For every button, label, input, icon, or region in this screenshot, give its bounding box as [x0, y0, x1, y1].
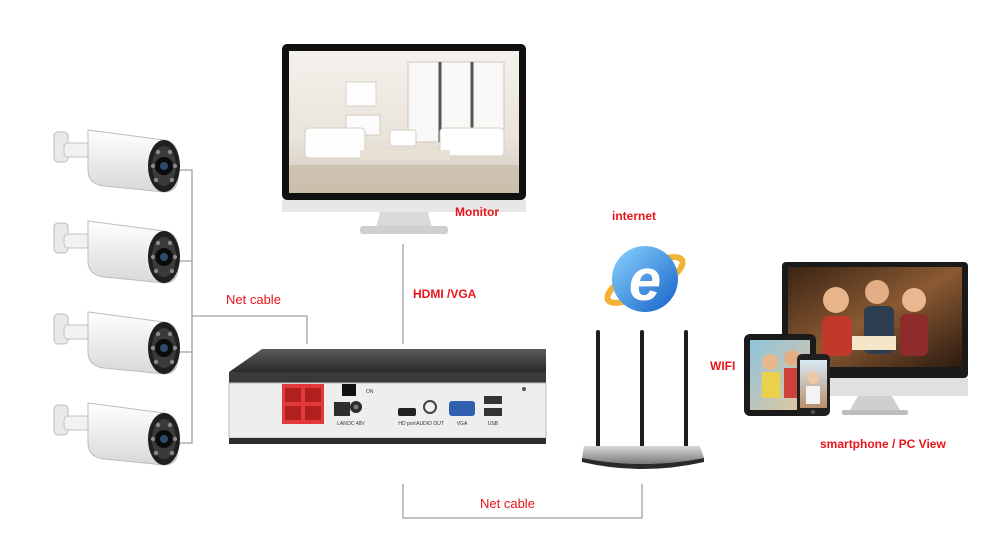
- monitor-label: Monitor: [455, 205, 499, 219]
- camera-4: [53, 402, 181, 466]
- switch-label: ON: [366, 389, 374, 395]
- audio-port: [423, 400, 437, 414]
- vga-port: [449, 401, 475, 416]
- net-cable-to-nvr: [192, 315, 308, 344]
- audio-label: AUDIO OUT: [416, 421, 444, 427]
- net-cable-label-bottom: Net cable: [480, 496, 535, 511]
- nvr-recorder: POE PORTS LAN DC 48V ON HD port AUDIO OU…: [228, 349, 547, 444]
- net-cable-label-top: Net cable: [226, 292, 281, 307]
- hdmi-vga-label: HDMI /VGA: [413, 287, 477, 301]
- poe-ports-label: POE PORTS: [288, 378, 318, 384]
- lan-label: LAN: [337, 421, 347, 427]
- camera-2: [53, 220, 181, 284]
- svg-text:e: e: [629, 248, 661, 313]
- lan-port: [334, 402, 350, 416]
- smartphone-pc-view-label: smartphone / PC View: [820, 437, 946, 451]
- usb-port-1: [484, 396, 502, 404]
- smartphone: [797, 354, 830, 416]
- internet-icon: e: [604, 246, 686, 313]
- camera-1: [53, 129, 181, 193]
- hdmi-port: [398, 408, 416, 416]
- vga-label: VGA: [457, 421, 468, 427]
- router-antenna-right: [684, 330, 688, 448]
- router-antenna-left: [596, 330, 600, 448]
- router-antenna-center: [640, 330, 644, 448]
- pc-monitor: [782, 262, 968, 415]
- camera-bus-cable: [170, 169, 193, 444]
- camera-3: [53, 311, 181, 375]
- wifi-router: [582, 330, 704, 469]
- internet-label: internet: [612, 209, 657, 223]
- monitor: [282, 44, 526, 234]
- power-switch: [342, 384, 356, 396]
- net-cable-nvr-router: [402, 484, 643, 519]
- hdmi-label: HD port: [398, 421, 416, 427]
- usb-port-2: [484, 408, 502, 416]
- usb-label: USB: [488, 421, 499, 427]
- wifi-label: WIFI: [710, 359, 736, 373]
- power-label: DC 48V: [347, 421, 365, 427]
